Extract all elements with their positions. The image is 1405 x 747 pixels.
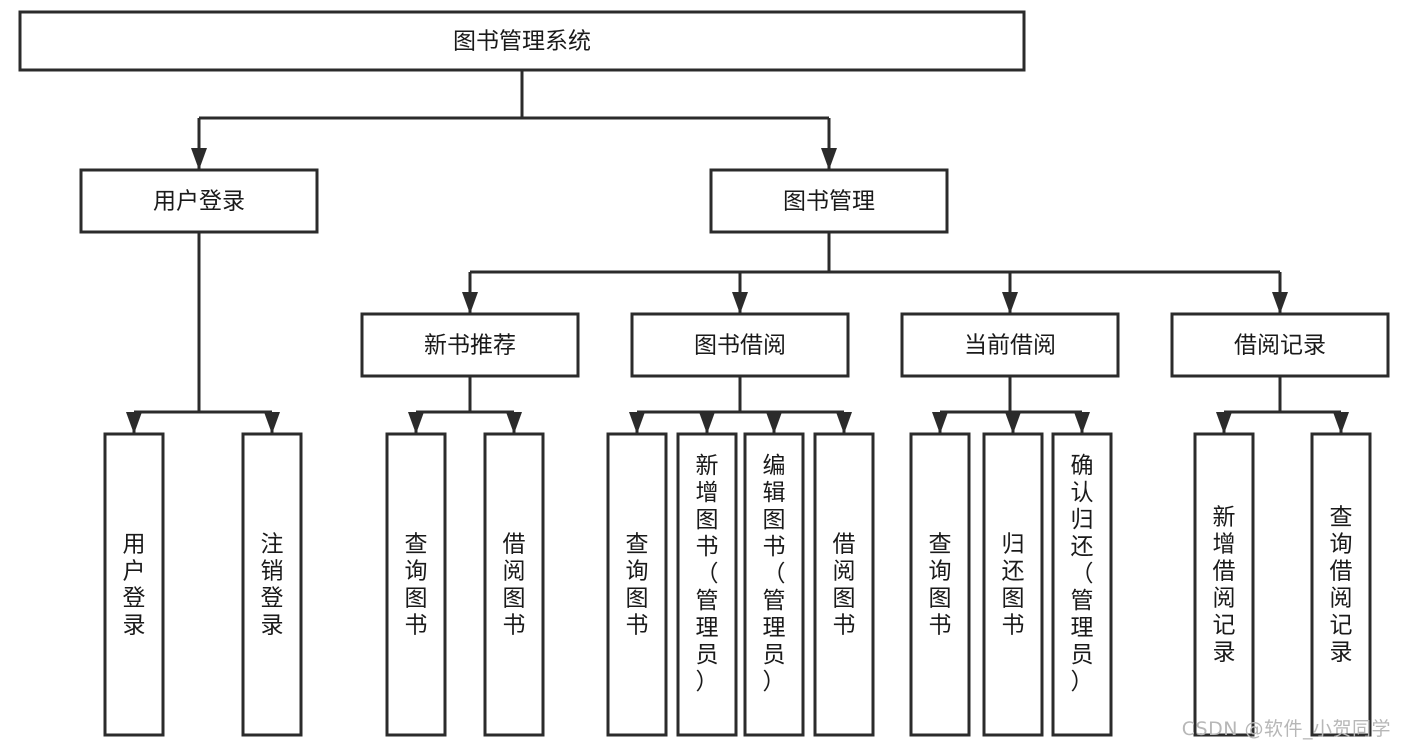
node-label: 用户登录: [153, 189, 245, 215]
node-label: 归还图书: [1002, 532, 1025, 639]
node-rect: [909, 432, 971, 737]
arrow-head-icon: [629, 412, 645, 434]
arrow-head-icon: [821, 148, 837, 170]
node-leaf-user-login[interactable]: 用户登录: [103, 432, 165, 737]
node-label: 编辑图书（管理员）: [763, 453, 786, 695]
node-label: 查询图书: [626, 532, 649, 639]
arrow-head-icon: [932, 412, 948, 434]
arrow-head-icon: [1216, 412, 1232, 434]
node-rect: [630, 312, 850, 378]
arrow-head-icon: [191, 148, 207, 170]
node-label: 查询借阅记录: [1330, 505, 1353, 666]
node-label: 借阅图书: [503, 532, 526, 639]
node-label: 用户登录: [123, 532, 146, 639]
arrow-head-icon: [506, 412, 522, 434]
node-label: 确认归还（管理员）: [1071, 453, 1094, 695]
node-rect: [18, 10, 1026, 72]
node-root[interactable]: 图书管理系统: [18, 10, 1026, 72]
node-label: 查询图书: [405, 532, 428, 639]
node-label: 借阅图书: [833, 532, 856, 639]
node-label: 图书借阅: [694, 333, 786, 359]
node-leaf-query-book-1[interactable]: 查询图书: [385, 432, 447, 737]
node-rect: [1193, 432, 1255, 737]
node-rect: [709, 168, 949, 234]
node-leaf-return-book[interactable]: 归还图书: [982, 432, 1044, 737]
node-leaf-add-book[interactable]: 新增图书（管理员）: [676, 432, 738, 737]
node-user-login[interactable]: 用户登录: [79, 168, 319, 234]
node-leaf-confirm-return[interactable]: 确认归还（管理员）: [1051, 432, 1113, 737]
node-leaf-logout[interactable]: 注销登录: [241, 432, 303, 737]
node-leaf-query-record[interactable]: 查询借阅记录: [1310, 432, 1372, 737]
node-rect: [241, 432, 303, 737]
node-leaf-query-book-2[interactable]: 查询图书: [606, 432, 668, 737]
node-book-borrow[interactable]: 图书借阅: [630, 312, 850, 378]
arrow-head-icon: [1074, 412, 1090, 434]
arrow-head-icon: [1002, 292, 1018, 314]
node-rect: [1170, 312, 1390, 378]
node-label: 新书推荐: [424, 333, 516, 359]
arrow-head-icon: [1272, 292, 1288, 314]
node-rect: [103, 432, 165, 737]
node-label: 新增借阅记录: [1213, 505, 1236, 666]
arrow-head-icon: [732, 292, 748, 314]
node-new-book-recommend[interactable]: 新书推荐: [360, 312, 580, 378]
node-label: 查询图书: [929, 532, 952, 639]
node-book-management[interactable]: 图书管理: [709, 168, 949, 234]
node-label: 当前借阅: [964, 333, 1056, 359]
node-boxes: 图书管理系统用户登录图书管理新书推荐图书借阅当前借阅借阅记录用户登录注销登录查询…: [18, 10, 1390, 737]
node-label: 图书管理: [783, 189, 875, 215]
arrow-head-icon: [836, 412, 852, 434]
node-rect: [360, 312, 580, 378]
node-rect: [813, 432, 875, 737]
arrow-head-icon: [1333, 412, 1349, 434]
node-leaf-borrow-book-1[interactable]: 借阅图书: [483, 432, 545, 737]
node-rect: [1051, 432, 1113, 737]
arrow-head-icon: [766, 412, 782, 434]
node-current-borrow[interactable]: 当前借阅: [900, 312, 1120, 378]
node-rect: [676, 432, 738, 737]
arrow-head-icon: [699, 412, 715, 434]
arrow-head-icon: [264, 412, 280, 434]
node-rect: [743, 432, 805, 737]
connector-lines: [126, 70, 1349, 434]
node-rect: [982, 432, 1044, 737]
arrow-head-icon: [408, 412, 424, 434]
node-leaf-add-record[interactable]: 新增借阅记录: [1193, 432, 1255, 737]
node-label: 新增图书（管理员）: [696, 453, 719, 695]
node-rect: [483, 432, 545, 737]
node-rect: [385, 432, 447, 737]
node-rect: [606, 432, 668, 737]
node-borrow-records[interactable]: 借阅记录: [1170, 312, 1390, 378]
node-rect: [1310, 432, 1372, 737]
node-rect: [79, 168, 319, 234]
node-leaf-borrow-book-2[interactable]: 借阅图书: [813, 432, 875, 737]
arrow-head-icon: [462, 292, 478, 314]
node-label: 借阅记录: [1234, 333, 1326, 359]
node-label: 注销登录: [261, 532, 284, 639]
node-rect: [900, 312, 1120, 378]
node-leaf-query-book-3[interactable]: 查询图书: [909, 432, 971, 737]
node-leaf-edit-book[interactable]: 编辑图书（管理员）: [743, 432, 805, 737]
arrow-head-icon: [126, 412, 142, 434]
arrow-head-icon: [1005, 412, 1021, 434]
node-label: 图书管理系统: [453, 29, 591, 55]
